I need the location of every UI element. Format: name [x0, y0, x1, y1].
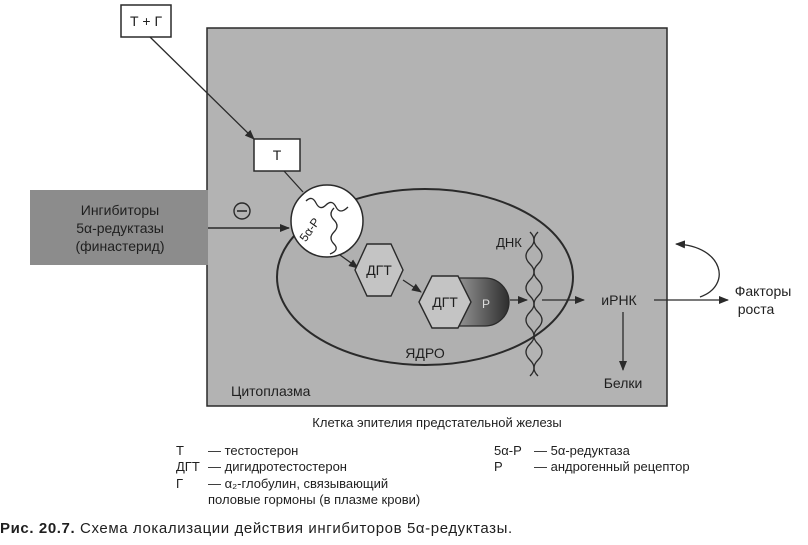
legend-abbr: 5α-Р: [494, 443, 522, 458]
arrow-t-to-enzyme: [283, 170, 304, 193]
figure-caption-text: Схема локализации действия ингибиторов 5…: [75, 520, 513, 537]
legend-desc: половые гормоны (в плазме крови): [208, 492, 421, 507]
enzyme-circle: [290, 184, 364, 258]
legend-abbr: Г: [176, 476, 184, 491]
dgt-hexagon-2: [418, 275, 472, 329]
receptor-label: Р: [482, 297, 490, 311]
legend-item-g-continued: половые гормоны (в плазме крови): [208, 492, 420, 508]
legend-desc: — тестостерон: [208, 443, 299, 458]
inhibitors-line2: 5α-редуктазы: [76, 220, 164, 236]
factors-line2: роста: [738, 301, 775, 317]
enzyme-wavy-line-2: [329, 207, 338, 255]
legend-item-t: Т — тестостерон: [176, 443, 298, 459]
receptor-shape: [454, 277, 510, 327]
legend-item-5a-r: 5α-Р — 5α-редуктаза: [494, 443, 630, 459]
cytoplasm-label: Цитоплазма: [231, 383, 311, 399]
t-plus-g-label: Т + Г: [130, 13, 163, 29]
dnk-label: ДНК: [496, 235, 522, 250]
inhibitors-line3: (финастерид): [76, 238, 165, 254]
t-plus-g-box: [120, 4, 172, 38]
legend-abbr: Т: [176, 443, 184, 458]
cell-caption: Клетка эпителия предстательной железы: [312, 415, 561, 430]
inhibitors-line1: Ингибиторы: [81, 202, 159, 218]
feedback-loop-arrow: [675, 240, 720, 298]
legend-item-dgt: ДГТ — дигидротестостерон: [176, 459, 347, 475]
irnk-label: иРНК: [601, 292, 637, 308]
figure-caption: Рис. 20.7. Схема локализации действия ин…: [0, 520, 808, 537]
t-box: [253, 138, 301, 172]
dna-helix: [525, 231, 543, 377]
minus-icon: [233, 202, 251, 220]
legend-desc: — 5α-редуктаза: [534, 443, 630, 458]
legend-desc: — андрогенный рецептор: [534, 459, 690, 474]
legend-item-g: Г — α₂-глобулин, связывающий: [176, 476, 388, 492]
arrow-tg-to-t: [149, 36, 255, 140]
dgt-label-2: ДГТ: [432, 294, 458, 310]
legend-abbr: Р: [494, 459, 503, 474]
legend-desc: — α₂-глобулин, связывающий: [208, 476, 389, 491]
arrow-dgt-to-complex: [402, 279, 422, 293]
enzyme-wavy-line-1: [305, 197, 349, 212]
dgt-hexagon-1: [354, 243, 404, 297]
proteins-label: Белки: [604, 375, 643, 391]
legend-abbr: ДГТ: [176, 459, 200, 474]
nucleus-label: ЯДРО: [405, 345, 445, 361]
t-label: Т: [273, 147, 282, 163]
inhibitors-box: [30, 190, 208, 265]
figure-number: Рис. 20.7.: [0, 520, 76, 537]
factors-line1: Факторы: [735, 283, 792, 299]
dgt-label-1: ДГТ: [366, 262, 392, 278]
legend-desc: — дигидротестостерон: [208, 459, 347, 474]
legend-item-r: Р — андрогенный рецептор: [494, 459, 690, 475]
arrow-enzyme-to-dgt: [339, 254, 359, 269]
